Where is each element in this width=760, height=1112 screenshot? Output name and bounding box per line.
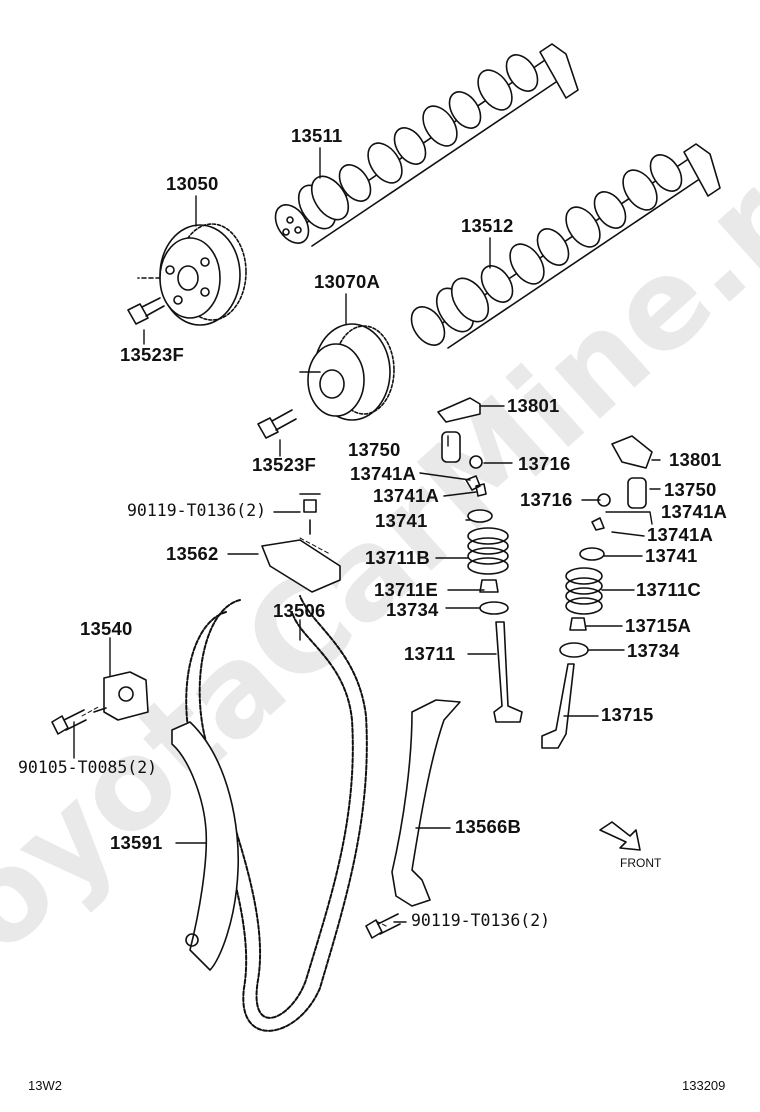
camshaft-13512 bbox=[410, 143, 721, 349]
label-13715A: 13715A bbox=[625, 615, 692, 636]
label-13562: 13562 bbox=[166, 543, 219, 564]
label-13801-left: 13801 bbox=[507, 395, 560, 416]
lash-adjuster-13750-left bbox=[441, 431, 461, 463]
dashed-guides bbox=[81, 537, 387, 927]
chain-guide-13566B bbox=[391, 699, 461, 907]
bolt-13523F-lower bbox=[257, 409, 297, 439]
cap-13716-left bbox=[469, 455, 483, 469]
rocker-13801-left bbox=[437, 397, 481, 423]
label-13050: 13050 bbox=[166, 173, 219, 194]
label-90105-T0085: 90105-T0085(2) bbox=[18, 758, 158, 777]
label-13591: 13591 bbox=[110, 832, 163, 853]
footer-left-code: 13W2 bbox=[28, 1078, 62, 1093]
seal-13711E bbox=[479, 579, 499, 593]
valve-13711 bbox=[493, 621, 523, 723]
label-13741A-right-2: 13741A bbox=[647, 524, 714, 545]
label-13750-right: 13750 bbox=[664, 479, 717, 500]
keeper-13741A-left bbox=[465, 475, 487, 497]
leader-lines bbox=[73, 147, 661, 923]
label-13801-right: 13801 bbox=[669, 449, 722, 470]
spring-13711B bbox=[467, 527, 509, 575]
rocker-13801-right bbox=[611, 435, 653, 469]
label-13711C: 13711C bbox=[636, 579, 701, 600]
label-13734-left: 13734 bbox=[386, 599, 439, 620]
label-13716-right: 13716 bbox=[520, 489, 573, 510]
bolt-90105-T0085 bbox=[51, 709, 87, 735]
label-13750-left: 13750 bbox=[348, 439, 401, 460]
label-13070A: 13070A bbox=[314, 271, 381, 292]
label-13741A-left-2: 13741A bbox=[373, 485, 440, 506]
front-label: FRONT bbox=[620, 856, 662, 870]
chain-guide-13562 bbox=[261, 493, 341, 593]
valve-13715 bbox=[541, 663, 575, 749]
bolt-90119-T0136-lower bbox=[365, 913, 401, 939]
label-13741-left: 13741 bbox=[375, 510, 428, 531]
chain-slipper-13591 bbox=[171, 721, 240, 971]
front-arrow-icon bbox=[599, 821, 641, 851]
label-13523F-lower: 13523F bbox=[252, 454, 316, 475]
tensioner-13540 bbox=[93, 671, 149, 721]
footer-right-code: 133209 bbox=[682, 1078, 726, 1093]
camshaft-13511 bbox=[274, 43, 579, 247]
label-13734-right: 13734 bbox=[627, 640, 680, 661]
label-13711: 13711 bbox=[404, 643, 456, 664]
retainer-13741-right bbox=[579, 547, 605, 561]
label-13506: 13506 bbox=[273, 600, 326, 621]
label-90119-T0136-lower: 90119-T0136(2) bbox=[411, 911, 551, 930]
lash-adjuster-13750-right bbox=[627, 477, 647, 509]
keeper-13741A-right bbox=[591, 517, 605, 531]
bolt-13523F-upper bbox=[127, 297, 165, 325]
label-13566B: 13566B bbox=[455, 816, 522, 837]
sprocket-13070A bbox=[299, 323, 395, 421]
label-13512: 13512 bbox=[461, 215, 514, 236]
label-13523F-upper: 13523F bbox=[120, 344, 184, 365]
label-13711E: 13711E bbox=[374, 579, 438, 600]
label-13741A-right-1: 13741A bbox=[661, 501, 728, 522]
washer-13734-right bbox=[559, 642, 589, 658]
label-13715: 13715 bbox=[601, 704, 654, 725]
label-13741-right: 13741 bbox=[645, 545, 698, 566]
label-90119-T0136-upper: 90119-T0136(2) bbox=[127, 501, 267, 520]
label-13711B: 13711B bbox=[365, 547, 430, 568]
sprocket-13050 bbox=[137, 223, 247, 326]
label-13540: 13540 bbox=[80, 618, 133, 639]
label-13741A-left-1: 13741A bbox=[350, 463, 417, 484]
label-13511: 13511 bbox=[291, 125, 343, 146]
label-13716-left: 13716 bbox=[518, 453, 571, 474]
seal-13715A bbox=[569, 617, 587, 631]
spring-13711C bbox=[565, 567, 603, 615]
retainer-13741-left bbox=[467, 509, 493, 523]
washer-13734-left bbox=[479, 601, 509, 615]
